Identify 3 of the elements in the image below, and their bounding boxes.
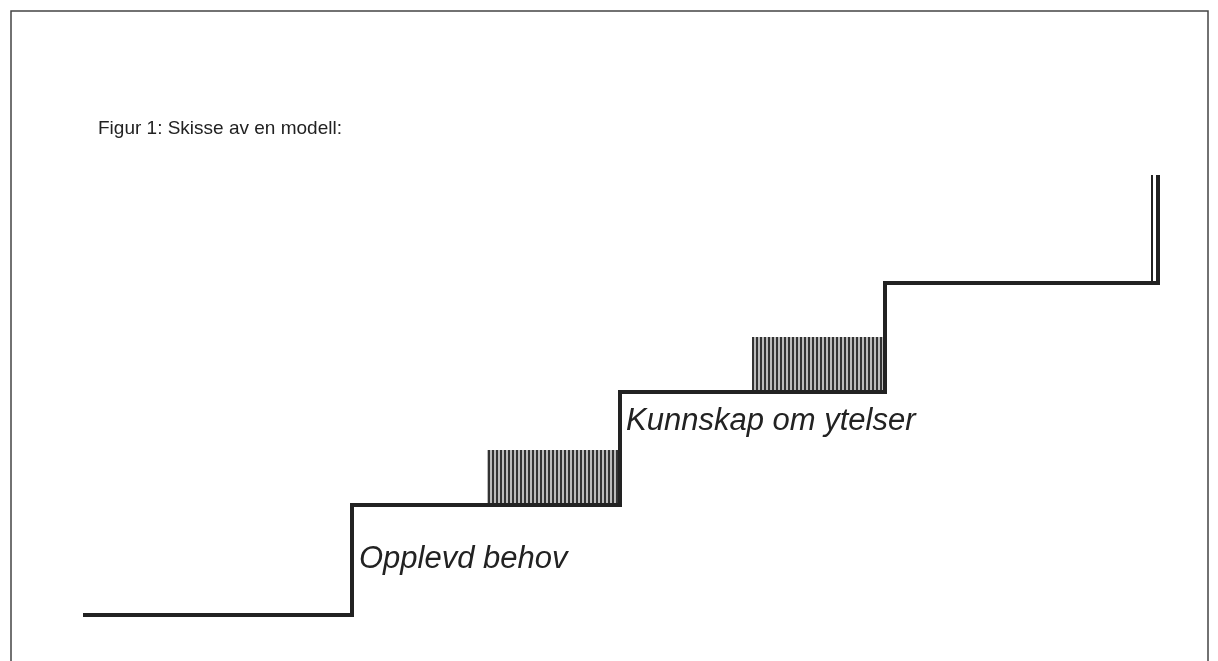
step-label: Opplevd behov: [359, 540, 568, 576]
step-label: Kunnskap om ytelser: [626, 402, 916, 438]
figure-title: Figur 1: Skisse av en modell:: [98, 117, 342, 139]
